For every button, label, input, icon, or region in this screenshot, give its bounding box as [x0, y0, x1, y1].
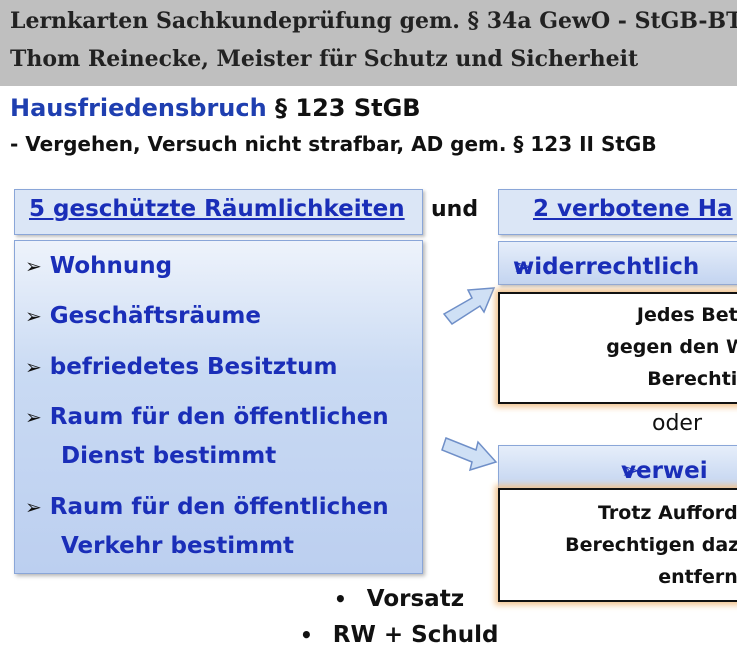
arrow-bullet-icon: ➢	[25, 355, 42, 379]
connector-und: und	[431, 197, 479, 222]
topic-title-paragraph: § 123 StGB	[266, 94, 421, 122]
act-heading-2: ➢ verwei	[498, 445, 737, 489]
arrow-bullet-icon: ➢	[513, 254, 533, 280]
topic-title: Hausfriedensbruch § 123 StGB	[10, 94, 421, 122]
bullet-dot-icon: •	[300, 623, 313, 647]
header-banner: Lernkarten Sachkundeprüfung gem. § 34a G…	[0, 0, 737, 86]
requirement-bullet: •RW + Schuld	[300, 622, 499, 648]
connector-oder: oder	[652, 411, 703, 436]
definition-line: gegen den Wil	[606, 336, 737, 358]
list-item: ➢Wohnung	[25, 253, 173, 279]
arrow-bullet-icon: ➢	[25, 405, 42, 429]
arrow-up-right-icon	[442, 287, 496, 325]
protected-rooms-list: ➢Wohnung ➢Geschäftsräume ➢befriedetes Be…	[14, 240, 423, 574]
definition-line: Berechtigen dazu,	[565, 534, 737, 556]
definition-line: entferner	[658, 566, 737, 588]
forbidden-acts-heading-label: 2 verbotene Ha	[533, 196, 733, 222]
definition-box-1: Jedes Betre gegen den Wil Berechtigt	[498, 292, 737, 404]
definition-line: Jedes Betre	[636, 304, 737, 326]
header-title: Lernkarten Sachkundeprüfung gem. § 34a G…	[10, 8, 737, 34]
arrow-down-right-icon	[441, 437, 498, 472]
forbidden-acts-heading: 2 verbotene Ha	[498, 189, 737, 235]
act-heading-1: ➢ widerrechtlich	[498, 241, 737, 285]
protected-rooms-heading-label: 5 geschützte Räumlichkeiten	[29, 196, 405, 222]
list-item: ➢Raum für den öffentlichen	[25, 494, 389, 520]
topic-subtitle: - Vergehen, Versuch nicht strafbar, AD g…	[10, 132, 657, 156]
requirement-bullet: •Vorsatz	[334, 586, 465, 612]
list-item: ➢Geschäftsräume	[25, 303, 261, 329]
list-item-continuation: Verkehr bestimmt	[61, 533, 295, 559]
list-item: ➢Raum für den öffentlichen	[25, 404, 389, 430]
list-item: ➢befriedetes Besitztum	[25, 354, 338, 380]
arrow-bullet-icon: ➢	[25, 304, 42, 328]
arrow-bullet-icon: ➢	[25, 254, 42, 278]
header-author: Thom Reinecke, Meister für Schutz und Si…	[10, 46, 639, 72]
list-item-continuation: Dienst bestimmt	[61, 443, 277, 469]
definition-line: Trotz Aufforder	[598, 502, 737, 524]
arrow-bullet-icon: ➢	[25, 495, 42, 519]
arrow-bullet-icon: ➢	[621, 458, 641, 484]
topic-title-blue: Hausfriedensbruch	[10, 94, 267, 122]
definition-box-2: Trotz Aufforder Berechtigen dazu, entfer…	[498, 488, 737, 602]
protected-rooms-heading: 5 geschützte Räumlichkeiten	[14, 189, 423, 235]
definition-line: Berechtigt	[647, 368, 737, 390]
bullet-dot-icon: •	[334, 587, 347, 611]
